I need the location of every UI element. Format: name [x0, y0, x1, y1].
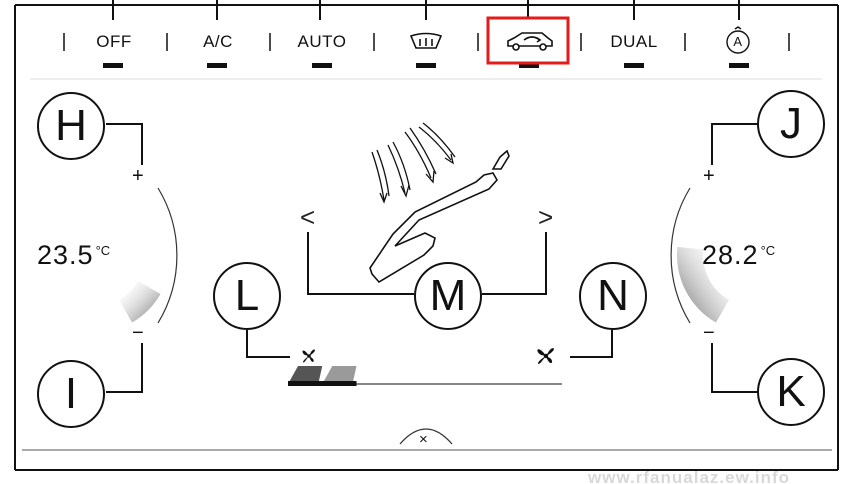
rear-defrost-icon [409, 32, 443, 49]
left-temp-level-fill [119, 281, 161, 323]
fan-icon-left [302, 349, 315, 363]
left-temperature: 23.5°C [37, 240, 111, 270]
callout-n: N [579, 262, 647, 330]
fan-icon-right [537, 348, 554, 364]
auto-button[interactable]: AUTO [297, 32, 347, 51]
highlight-box [486, 16, 570, 65]
callout-i: I [37, 360, 105, 428]
callout-m: M [414, 262, 482, 330]
fan-level-fill [288, 366, 357, 386]
callout-j: J [757, 90, 825, 158]
right-temp-level-fill [677, 246, 729, 323]
indicator-dual [624, 63, 644, 68]
dual-button[interactable]: DUAL [610, 32, 658, 51]
left-temp-minus-button[interactable]: − [132, 322, 144, 344]
callout-l: L [213, 262, 281, 330]
callout-k: K [757, 358, 825, 426]
airflow-arrows-icon [371, 122, 456, 204]
close-handle [399, 428, 453, 445]
indicator-recirculation [519, 63, 539, 68]
off-button[interactable]: OFF [96, 32, 132, 51]
right-temperature: 28.2°C [702, 240, 776, 270]
fan-level-bar [288, 381, 357, 386]
seat-icon [369, 149, 510, 284]
indicator-auto-mode [729, 63, 749, 68]
car-recirculation-icon [507, 32, 553, 51]
rear-defrost-button[interactable] [398, 31, 456, 57]
right-temp-arc [670, 187, 691, 324]
circle-a-icon [726, 26, 750, 54]
fan-level-segment [322, 366, 357, 384]
airflow-next-button[interactable]: > [538, 202, 554, 232]
close-button[interactable]: × [419, 431, 428, 448]
indicator-off [103, 63, 123, 68]
left-temp-arc [157, 187, 178, 324]
indicator-auto [312, 63, 332, 68]
indicator-ac [207, 63, 227, 68]
auto-mode-button[interactable]: A [733, 34, 743, 49]
ac-button[interactable]: A/C [203, 32, 233, 51]
right-temp-plus-button[interactable]: + [703, 165, 715, 187]
right-temp-minus-button[interactable]: − [703, 322, 715, 344]
callout-h: H [37, 92, 105, 160]
recirculation-button[interactable] [500, 31, 558, 57]
watermark: www.rfanualaz.ew.info [588, 468, 791, 484]
left-temp-plus-button[interactable]: + [132, 165, 144, 187]
fan-level-segment [288, 366, 323, 384]
airflow-prev-button[interactable]: < [300, 202, 316, 232]
indicator-defrost [416, 63, 436, 68]
